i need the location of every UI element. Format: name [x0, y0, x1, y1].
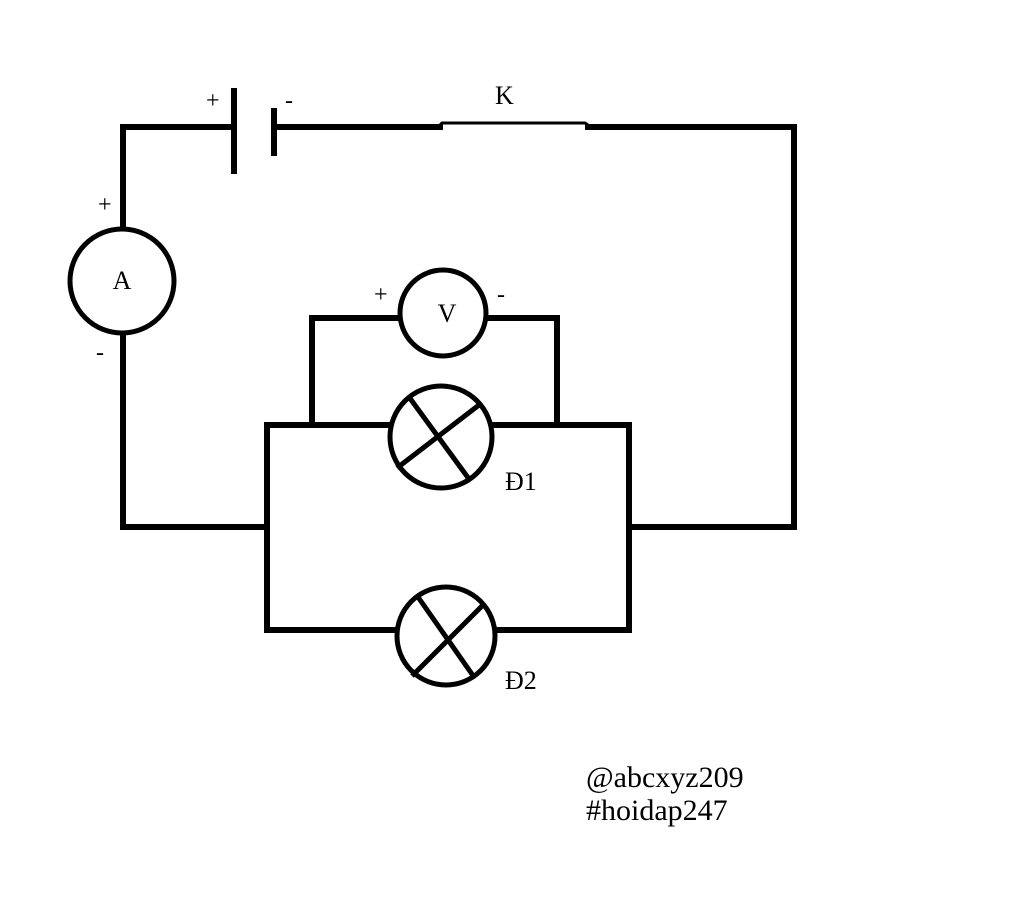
lamp-1: Đ1	[387, 383, 537, 496]
wire-top-left	[120, 124, 237, 235]
voltmeter-minus-sign: -	[497, 282, 505, 308]
voltmeter-right-lead	[483, 315, 560, 428]
watermark-line-1: @abcxyz209	[586, 761, 744, 794]
ammeter-circle	[67, 226, 177, 336]
battery: + -	[206, 88, 293, 174]
lamp-1-cross-b	[395, 403, 481, 470]
lamp-2: Đ2	[394, 584, 537, 695]
switch-contact	[438, 121, 589, 127]
switch-label: K	[495, 81, 514, 110]
wire-left-bottom	[120, 329, 270, 530]
ammeter-minus-sign: -	[96, 340, 104, 366]
voltmeter-circle	[397, 267, 489, 359]
voltmeter-label: V	[438, 299, 457, 328]
watermark-line-2: #hoidap247	[586, 794, 728, 827]
lamp-2-cross-a	[415, 595, 477, 679]
lamp-2-cross-b	[410, 604, 484, 678]
ammeter-plus-sign: +	[98, 192, 112, 218]
ammeter-label: A	[113, 266, 132, 295]
lamp-1-label: Đ1	[505, 467, 537, 496]
battery-minus-sign: -	[285, 88, 293, 114]
voltmeter-plus-sign: +	[374, 282, 388, 308]
lamp-2-label: Đ2	[505, 666, 537, 695]
voltmeter-left-lead	[309, 315, 403, 428]
ammeter: A + -	[67, 192, 177, 366]
battery-plus-sign: +	[206, 88, 220, 114]
voltmeter: V + -	[374, 267, 505, 359]
wire-right	[585, 124, 797, 530]
